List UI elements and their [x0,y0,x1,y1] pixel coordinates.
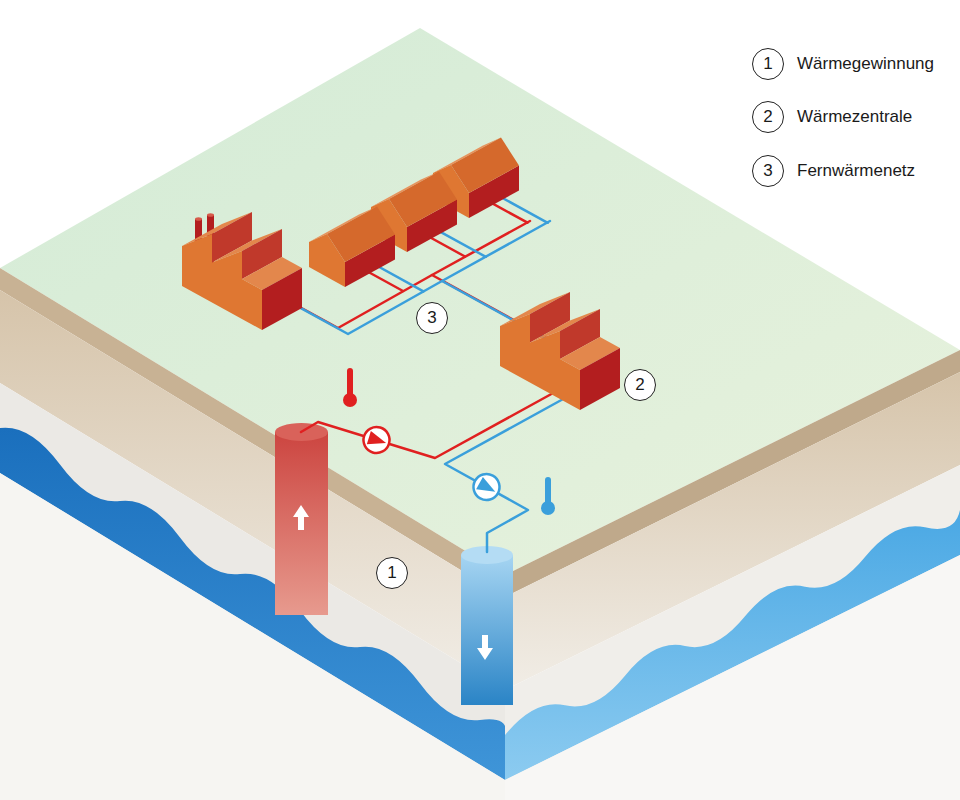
rock-layer [505,555,960,800]
legend-text: Wärmezentrale [797,107,912,127]
callout-text: 1 [763,54,772,74]
chimney-top [195,217,202,221]
pump-arrow [476,477,499,498]
callout-number: 2 [752,101,784,133]
callout-text: 3 [427,308,436,328]
callout-number: 3 [416,302,448,334]
legend-text: Fernwärmenetz [797,161,915,181]
callout-number: 2 [624,369,656,401]
thermometer-bulb [541,501,555,515]
callout-text: 1 [387,563,396,583]
callout-number: 1 [752,48,784,80]
factory [182,212,302,330]
heating-plant [500,292,620,410]
injection-well [461,555,513,705]
flow-arrow-down [477,635,493,660]
return-pipe [445,398,565,552]
chimney-top [207,213,214,217]
house [309,207,395,288]
callout-text: 3 [763,161,772,181]
callout-text: 2 [635,375,644,395]
rock-layer [0,383,505,800]
rock-layer [505,465,960,800]
pump-circle [360,424,392,456]
pump-arrow [367,431,388,450]
pump-symbol [360,424,392,456]
thermometer-bulb [343,393,357,407]
callout-number: 1 [376,557,408,589]
flow-arrow-up [293,505,309,530]
pump-circle [469,469,504,504]
rock-layer [0,473,505,800]
callout-text: 2 [763,107,772,127]
legend-text: Wärmegewinnung [797,54,934,74]
callout-number: 3 [752,155,784,187]
production-well [275,432,328,615]
pump-symbol [469,469,504,504]
